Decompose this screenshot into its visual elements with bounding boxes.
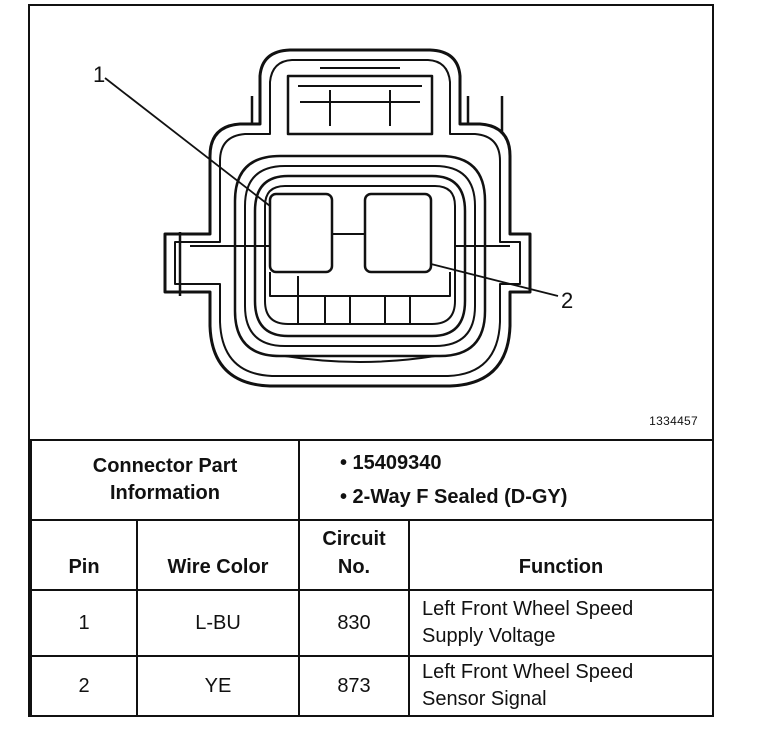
latch (286, 74, 434, 136)
housing-outline (163, 48, 532, 388)
row-2-function-line2: Sensor Signal (422, 688, 547, 710)
row-2-pin: 2 (30, 655, 138, 717)
part-number: • 15409340 (340, 452, 442, 474)
table-row: 2 YE 873 Left Front Wheel Speed Sensor S… (30, 655, 715, 717)
pin-1-terminal (268, 192, 334, 274)
row-1-function-line1: Left Front Wheel Speed (422, 598, 634, 620)
callout-2-label: 2 (561, 288, 574, 313)
header-wire-color: Wire Color (136, 519, 300, 591)
header-pin: Pin (30, 519, 138, 591)
figure-id: 1334457 (649, 414, 698, 428)
header-circuit: Circuit No. (298, 519, 410, 591)
connector-diagram: 1 2 1334457 (30, 6, 712, 439)
connector-part-row: Connector Part Information • 15409340 • … (30, 439, 715, 521)
connector-part-label: Connector Part Information (30, 439, 300, 521)
row-1-function-line2: Supply Voltage (422, 625, 556, 647)
header-circuit-line2: No. (337, 556, 371, 578)
row-1-pin: 1 (30, 589, 138, 657)
header-circuit-line1: Circuit (322, 528, 386, 550)
table-row: 1 L-BU 830 Left Front Wheel Speed Supply… (30, 589, 715, 657)
row-2-wire-color: YE (136, 655, 300, 717)
row-1-function: Left Front Wheel Speed Supply Voltage (407, 589, 715, 657)
callout-1-leader (104, 77, 271, 207)
header-function: Function (407, 519, 715, 591)
callout-2-leader (430, 263, 559, 297)
callout-1-label: 1 (93, 62, 106, 87)
connector-sheet: 1 2 1334457 Connector Part Information •… (28, 4, 715, 717)
connector-part-label-line2: Information (110, 482, 220, 504)
connector-part-values: • 15409340 • 2-Way F Sealed (D-GY) (297, 439, 715, 521)
connector-type: • 2-Way F Sealed (D-GY) (340, 486, 568, 508)
row-2-function: Left Front Wheel Speed Sensor Signal (407, 655, 715, 717)
terminal-cavity (264, 185, 456, 325)
table-header-row: Pin Wire Color Circuit No. Function (30, 519, 715, 591)
seal-ring-outer (233, 154, 487, 358)
row-2-function-line1: Left Front Wheel Speed (422, 661, 634, 683)
connector-part-label-line1: Connector Part (92, 455, 238, 477)
connector-info-table: Connector Part Information • 15409340 • … (30, 439, 715, 717)
connector-face-drawing (104, 48, 559, 388)
row-1-wire-color: L-BU (136, 589, 300, 657)
row-2-circuit: 873 (298, 655, 410, 717)
row-1-circuit: 830 (298, 589, 410, 657)
pin-2-terminal (363, 192, 433, 274)
